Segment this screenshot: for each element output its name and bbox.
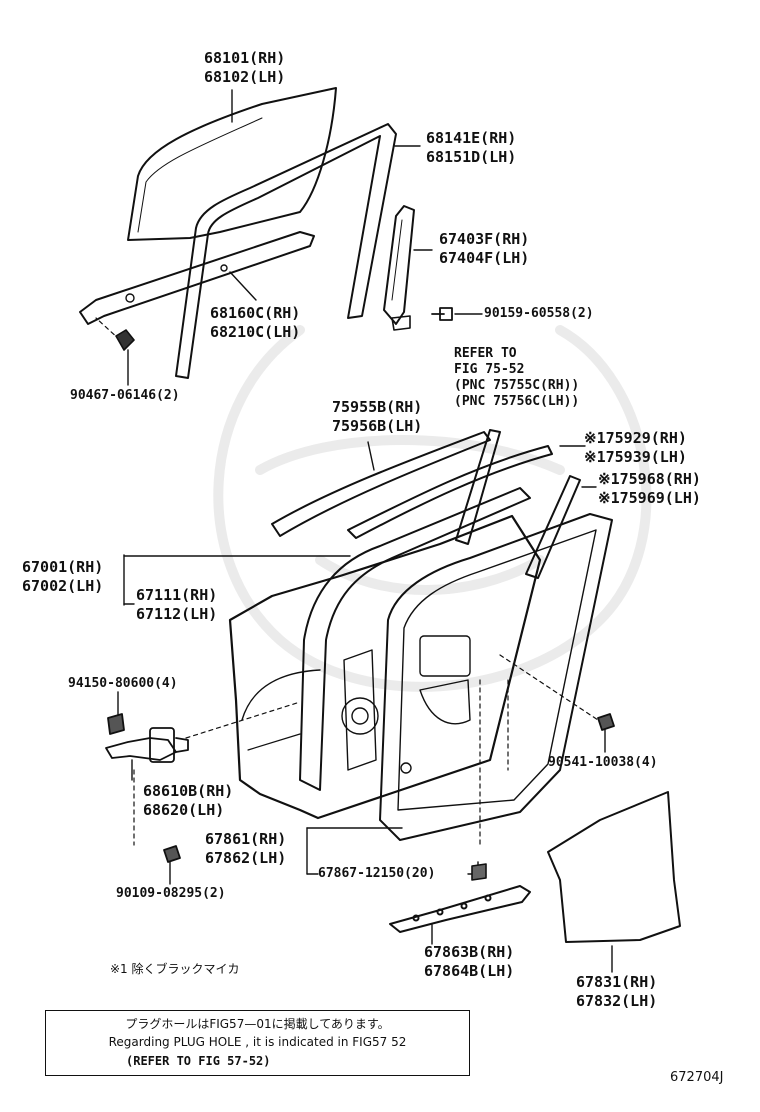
refer-line-2: FIG 75-52 [454, 362, 525, 377]
label-clip-67867: 67867-12150(20) [318, 866, 435, 882]
refer-part-shape [455, 429, 501, 545]
lower-moulding-shape [389, 885, 531, 933]
label-lower-moulding: 67863B(RH) 67864B(LH) [424, 943, 514, 981]
clip-90467-shape [115, 329, 135, 351]
rear-channel-shape [383, 205, 415, 325]
part-number-lh: ※175969(LH) [598, 489, 701, 507]
label-weatherstrip-75955: 75955B(RH) 75956B(LH) [332, 398, 422, 436]
part-number-lh: 68210C(LH) [210, 323, 301, 341]
refer-line-1: REFER TO [454, 346, 517, 361]
label-run-channel: 68141E(RH) 68151D(LH) [426, 129, 516, 167]
label-glass: 68101(RH) 68102(LH) [204, 49, 285, 87]
inner-mechanism [341, 635, 471, 774]
service-cover-shape [547, 791, 681, 943]
label-door-check: 68610B(RH) 68620(LH) [143, 782, 233, 820]
note-line-en: Regarding PLUG HOLE , it is indicated in… [108, 1035, 407, 1049]
window-glass [127, 87, 337, 241]
part-number: 90109-08295(2) [116, 886, 226, 901]
part-number: 94150-80600(4) [68, 676, 178, 691]
refer-line-3: (PNC 75755C(RH)) [454, 378, 580, 393]
part-number: 67867-12150(20) [318, 866, 436, 881]
plug-hole-note: プラグホールはFIG57—01に掲載してあります。 Regarding PLUG… [45, 1010, 470, 1076]
part-number-lh: 68102(LH) [204, 68, 286, 86]
part-number-rh: 67863B(RH) [424, 943, 515, 961]
label-bolt-90541: 90541-10038(4) [548, 755, 658, 771]
moulding-75968-shape [525, 475, 581, 579]
label-moulding-75929: ※175929(RH) ※175939(LH) [584, 429, 687, 467]
part-number-rh: 75955B(RH) [332, 398, 423, 416]
label-rear-channel: 67403F(RH) 67404F(LH) [439, 230, 529, 268]
label-door-frame: 67111(RH) 67112(LH) [136, 586, 217, 624]
door-panel-outer [228, 514, 542, 820]
part-number: 90541-10038(4) [548, 755, 658, 770]
label-clip-90467: 90467-06146(2) [70, 388, 180, 404]
part-number-lh: 68151D(LH) [426, 148, 517, 166]
label-bolt-94150: 94150-80600(4) [68, 676, 178, 692]
part-number-lh: 67862(LH) [205, 849, 287, 867]
door-check-shape [105, 727, 189, 763]
bolt-90541-shape [597, 713, 615, 731]
part-number-lh: 67112(LH) [136, 605, 218, 623]
refer-note: REFER TO FIG 75-52 (PNC 75755C(RH)) (PNC… [454, 346, 579, 410]
part-number-lh: ※175939(LH) [584, 448, 687, 466]
label-bolt-90109: 90109-08295(2) [116, 886, 226, 902]
front-lower-channel [79, 231, 315, 325]
door-frame-inner [379, 513, 613, 841]
watermark-graphic [213, 325, 652, 692]
label-front-channel: 68160C(RH) 68210C(LH) [210, 304, 300, 342]
clip-67867-shape [471, 863, 487, 881]
part-number-rh: 68610B(RH) [143, 782, 234, 800]
glass-inner [137, 117, 263, 233]
part-number-lh: 68620(LH) [143, 801, 225, 819]
bolt-94150-shape [107, 713, 125, 735]
part-number-rh: 67001(RH) [22, 558, 104, 576]
note-line-jp: プラグホールはFIG57—01に掲載してあります。 [125, 1017, 390, 1031]
part-number-rh: 68160C(RH) [210, 304, 301, 322]
part-number-rh: ※175929(RH) [584, 429, 687, 447]
part-number-rh: 67403F(RH) [439, 230, 530, 248]
upper-weatherstrip [271, 431, 491, 537]
moulding-75929-shape [347, 445, 553, 539]
part-number-rh: 67831(RH) [576, 973, 658, 991]
label-bolt-90159: 90159-60558(2) [484, 306, 594, 322]
part-number: 90467-06146(2) [70, 388, 180, 403]
diagram-code: 672704J [670, 1070, 724, 1085]
label-door-panel: 67001(RH) 67002(LH) [22, 558, 103, 596]
note-line-refer: (REFER TO FIG 57-52) [126, 1054, 271, 1068]
footnote: ※1 除くブラックマイカ [110, 962, 240, 976]
part-number-lh: 67404F(LH) [439, 249, 530, 267]
bolt-90109-shape [163, 845, 181, 863]
part-number-rh: 68101(RH) [204, 49, 286, 67]
part-number-rh: 67111(RH) [136, 586, 218, 604]
part-number-lh: 67864B(LH) [424, 962, 515, 980]
door-frame-outer [299, 487, 531, 791]
dashed-guides [95, 317, 599, 847]
part-number-lh: 67002(LH) [22, 577, 104, 595]
part-number: 90159-60558(2) [484, 306, 594, 321]
label-service-cover: 67831(RH) 67832(LH) [576, 973, 657, 1011]
part-number-rh: ※175968(RH) [598, 470, 701, 488]
label-door-weatherstrip: 67861(RH) 67862(LH) [205, 830, 286, 868]
part-number-lh: 75956B(LH) [332, 417, 423, 435]
refer-line-4: (PNC 75756C(LH)) [454, 394, 580, 409]
label-moulding-75968: ※175968(RH) ※175969(LH) [598, 470, 701, 508]
part-number-rh: 67861(RH) [205, 830, 287, 848]
part-number-rh: 68141E(RH) [426, 129, 517, 147]
part-number-lh: 67832(LH) [576, 992, 658, 1010]
glass-run-channel [175, 123, 397, 379]
bolt-90159-shape [431, 307, 453, 321]
